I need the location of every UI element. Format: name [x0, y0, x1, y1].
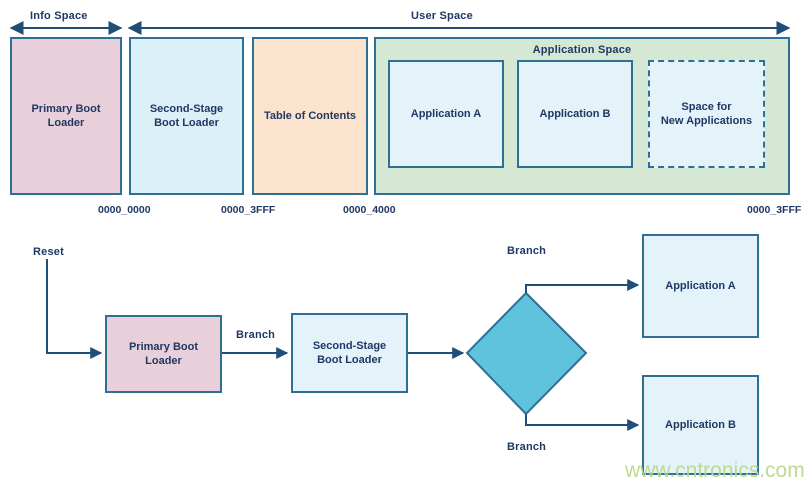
- address-label-0000-4000: 0000_4000: [343, 204, 396, 216]
- flow-node-application-b: [642, 375, 759, 475]
- watermark-text: www.cntronics.com: [625, 459, 805, 482]
- memory-region-second-stage-boot-loader: [129, 37, 244, 195]
- flow-edge-label-branch-2: Branch: [507, 245, 547, 257]
- flow-node-second-stage-boot-loader: [291, 313, 408, 393]
- memory-slot-application-a: [388, 60, 504, 168]
- address-label-0000-0000: 0000_0000: [98, 204, 151, 216]
- flow-edge-label-branch-1: Branch: [236, 329, 276, 341]
- flow-arrow-decision-to-application-b: [525, 414, 640, 431]
- flow-node-primary-boot-loader: [105, 315, 222, 393]
- address-label-0000-3fff-high: 0000_3FFF: [747, 204, 802, 216]
- flow-node-which-application: [465, 291, 588, 416]
- memory-slot-space-for-new-applications: [648, 60, 765, 168]
- flow-label-reset: Reset: [33, 246, 64, 258]
- memory-slot-application-b: [517, 60, 633, 168]
- span-label-user-space: User Space: [411, 10, 473, 22]
- span-label-info-space: Info Space: [30, 10, 88, 22]
- flow-edge-label-branch-3: Branch: [507, 441, 547, 453]
- flow-arrow-reset-to-primary: [46, 259, 103, 359]
- flow-node-application-a: [642, 234, 759, 338]
- memory-region-primary-boot-loader: [10, 37, 122, 195]
- address-label-0000-3fff-low: 0000_3FFF: [221, 204, 276, 216]
- memory-region-table-of-contents: [252, 37, 368, 195]
- application-space-title: Application Space: [532, 44, 632, 56]
- flow-arrow-decision-to-application-a: [525, 279, 640, 293]
